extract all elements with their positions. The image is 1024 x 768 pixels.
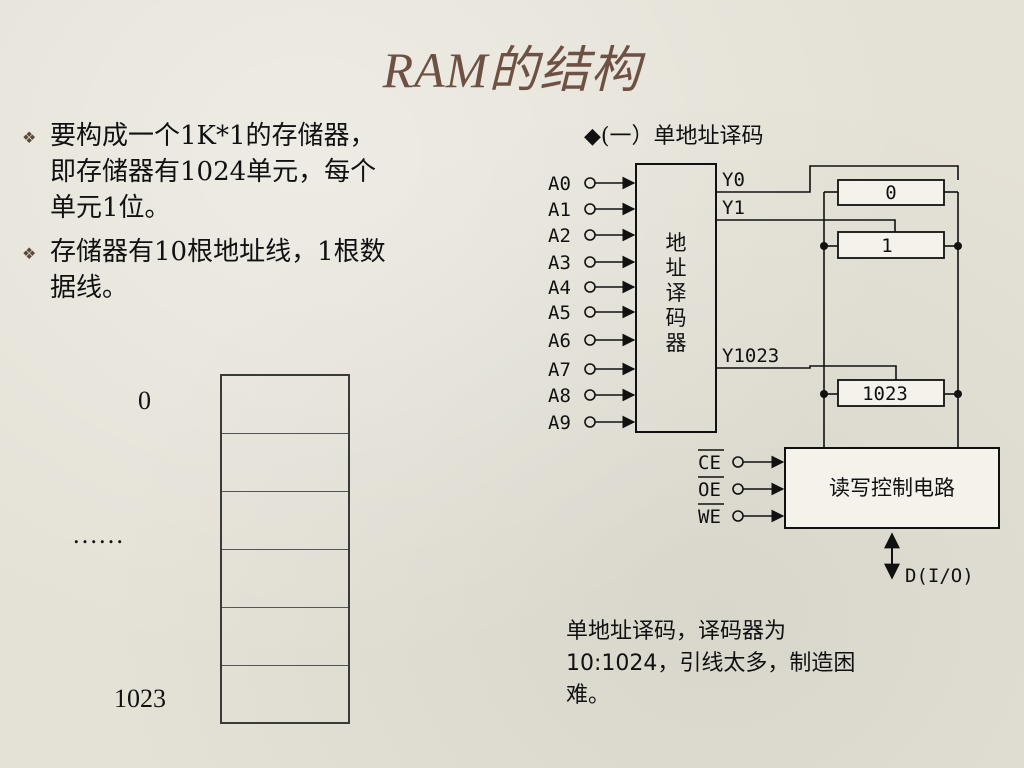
address-terminal [584,177,596,189]
memory-cell-row [222,550,348,608]
address-label-a7: A7 [548,359,571,381]
control-label-oe: OE [698,479,721,501]
control-terminal [732,456,744,468]
control-inputs: CE OE WE [698,449,785,528]
address-label-a5: A5 [548,302,571,324]
decoder-label-char: 地 [666,231,687,255]
control-terminal [732,483,744,495]
decoder-box [635,163,717,433]
storage-cell-1 [837,231,945,259]
address-label-a2: A2 [548,225,571,247]
decoder-label-char: 址 [666,256,687,280]
memory-cell-row [222,608,348,666]
memory-array-box [220,374,350,724]
memory-bottom-label: 1023 [114,684,166,713]
decoder-label-char: 译 [666,281,687,305]
bit-lines [823,191,959,448]
bullet-item: ❖ 要构成一个1K*1的存储器，即存储器有1024单元，每个单元1位。 [18,118,398,226]
memory-cell-row [222,492,348,550]
address-terminal [584,203,596,215]
address-terminal [584,281,596,293]
address-label-a8: A8 [548,385,571,407]
address-label-a9: A9 [548,412,571,434]
address-terminal [584,334,596,346]
rw-control-circuit-label: 读写控制电路 [829,476,955,500]
memory-top-label: 0 [138,386,151,415]
decoder-output-y1: Y1 [722,197,745,219]
bullet-list: ❖ 要构成一个1K*1的存储器，即存储器有1024单元，每个单元1位。 ❖ 存储… [18,118,398,314]
memory-cell-row [222,434,348,492]
bullet-item: ❖ 存储器有10根地址线，1根数据线。 [18,234,398,306]
address-terminal [584,389,596,401]
bullet-text: 要构成一个1K*1的存储器，即存储器有1024单元，每个单元1位。 [50,121,377,223]
diagram-heading: ◆(一）单地址译码 [584,124,764,149]
address-label-a6: A6 [548,330,571,352]
decoder-output-y1023: Y1023 [722,345,779,367]
address-terminal [584,229,596,241]
data-line-label: D(I/O) [905,565,974,587]
rw-control-circuit-box [784,447,1000,529]
storage-cell-label-1: 1 [881,235,892,257]
address-label-a0: A0 [548,173,571,195]
control-label-we: WE [698,506,721,528]
decoder-label-char: 器 [666,331,687,355]
bullet-diamond-icon: ❖ [22,244,37,263]
storage-cell-label-0: 0 [885,182,896,204]
memory-middle-label: …… [72,520,124,549]
junction-dots [820,242,962,398]
address-terminal [584,416,596,428]
address-label-a4: A4 [548,277,571,299]
bullet-text: 存储器有10根地址线，1根数据线。 [50,237,386,303]
control-terminal [732,510,744,522]
diagram-caption: 单地址译码，译码器为10:1024，引线太多，制造困难。 [566,619,856,708]
address-terminal [584,256,596,268]
storage-cell-0 [837,179,945,206]
slide-title: RAM的结构 [382,42,642,98]
address-label-a3: A3 [548,252,571,274]
bullet-diamond-icon: ❖ [22,128,37,147]
storage-cell-label-1023: 1023 [862,383,908,405]
decoder-output-wires [716,165,959,380]
memory-cell-row [222,376,348,434]
decoder-label-char: 码 [666,306,687,330]
address-label-a1: A1 [548,199,571,221]
decoder-output-y0: Y0 [722,169,745,191]
address-terminal [584,363,596,375]
address-terminal [584,306,596,318]
storage-cell-1023 [837,379,945,407]
control-label-ce: CE [698,452,721,474]
